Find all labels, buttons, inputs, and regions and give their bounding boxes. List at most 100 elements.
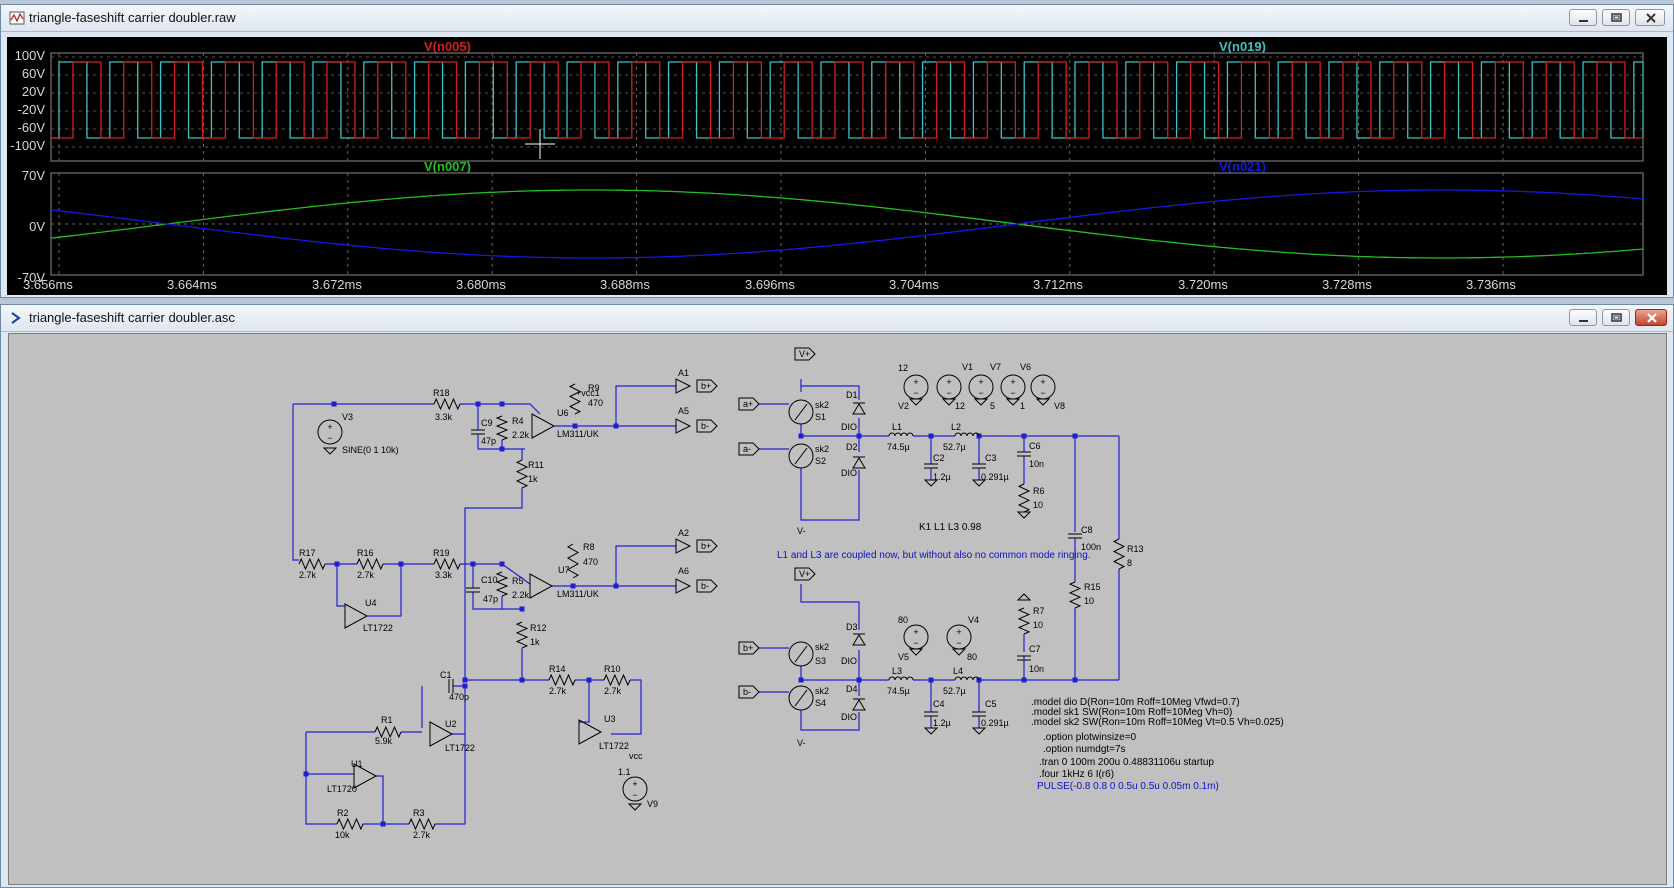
switch[interactable] <box>788 399 814 425</box>
junction <box>462 677 468 683</box>
net-port[interactable] <box>696 579 718 593</box>
trace-label-n005[interactable]: V(n005) <box>424 39 471 54</box>
minimize-button[interactable] <box>1569 9 1597 26</box>
label-opt1: .option plotwinsize=0 <box>1043 732 1137 743</box>
resistor[interactable] <box>1068 581 1082 609</box>
net-port[interactable] <box>738 685 760 699</box>
opamp[interactable] <box>429 721 454 747</box>
buffer[interactable] <box>675 578 692 594</box>
buffer[interactable] <box>675 538 692 554</box>
resistor[interactable] <box>603 673 631 687</box>
buffer[interactable] <box>675 378 692 394</box>
ytick: 60V <box>21 66 45 81</box>
inductor[interactable] <box>888 676 914 681</box>
maximize-button[interactable] <box>1602 9 1630 26</box>
label-r8v: 470 <box>583 557 598 567</box>
opamp[interactable] <box>578 719 603 745</box>
voltage-source[interactable] <box>317 419 343 445</box>
cursor-crosshair-icon <box>525 129 555 159</box>
plus-icon: + <box>978 377 983 387</box>
label-v9v: 1.1 <box>618 767 631 777</box>
label-r19: R19 <box>433 548 450 558</box>
minus-icon: − <box>1040 388 1045 398</box>
diode[interactable] <box>852 403 866 415</box>
close-icon <box>1647 313 1657 323</box>
trace-label-n007[interactable]: V(n007) <box>424 159 471 174</box>
resistor[interactable] <box>298 557 326 571</box>
wire <box>477 434 502 450</box>
waveform-titlebar[interactable]: triangle-faseshift carrier doubler.raw <box>1 5 1673 32</box>
wire <box>800 710 860 731</box>
switch[interactable] <box>788 641 814 667</box>
xtick: 3.656ms <box>23 277 73 292</box>
label-s1: S1 <box>815 412 826 422</box>
net-port[interactable] <box>696 419 718 433</box>
inductor[interactable] <box>954 432 980 437</box>
label-a6: A6 <box>678 566 689 576</box>
voltage-source[interactable] <box>622 776 648 802</box>
net-port[interactable] <box>696 539 718 553</box>
label-u1v: LT1720 <box>327 784 357 794</box>
schematic-titlebar[interactable]: triangle-faseshift carrier doubler.asc <box>1 305 1673 332</box>
close-button[interactable] <box>1635 9 1665 26</box>
resistor[interactable] <box>374 725 402 739</box>
resistor[interactable] <box>566 543 580 579</box>
waveform-plot[interactable] <box>7 37 1667 295</box>
label-vplus: V+ <box>799 349 810 359</box>
label-r4v: 2.2k <box>512 430 530 440</box>
label-r1: R1 <box>381 715 393 725</box>
inductor[interactable] <box>954 676 980 681</box>
wire <box>615 385 676 426</box>
resistor[interactable] <box>433 557 461 571</box>
maximize-button[interactable] <box>1602 309 1630 326</box>
opamp[interactable] <box>353 763 378 789</box>
net-port[interactable] <box>738 641 760 655</box>
net-port[interactable] <box>696 379 718 393</box>
resistor[interactable] <box>408 817 436 831</box>
trace-label-n019[interactable]: V(n019) <box>1219 39 1266 54</box>
top-pane-frame <box>50 52 1644 162</box>
label-c4: C4 <box>933 699 945 709</box>
resistor[interactable] <box>495 571 509 597</box>
resistor[interactable] <box>548 673 576 687</box>
net-port[interactable] <box>794 347 816 361</box>
opamp[interactable] <box>344 603 369 629</box>
resistor[interactable] <box>1112 538 1126 570</box>
resistor[interactable] <box>515 621 529 649</box>
switch[interactable] <box>788 685 814 711</box>
resistor[interactable] <box>433 397 461 411</box>
buffer[interactable] <box>675 418 692 434</box>
ground-icon <box>1005 398 1021 406</box>
opamp[interactable] <box>531 413 556 439</box>
resistor[interactable] <box>515 459 529 489</box>
label-a2: A2 <box>678 528 689 538</box>
net-port[interactable] <box>738 397 760 411</box>
opamp[interactable] <box>529 573 554 599</box>
resistor[interactable] <box>356 557 384 571</box>
label-r16: R16 <box>357 548 374 558</box>
minimize-button[interactable] <box>1569 309 1597 326</box>
diode[interactable] <box>852 699 866 711</box>
resistor[interactable] <box>1017 607 1031 635</box>
inductor[interactable] <box>888 432 914 437</box>
trace-label-n021[interactable]: V(n021) <box>1219 159 1266 174</box>
ground-icon <box>908 648 924 656</box>
resistor[interactable] <box>336 817 364 831</box>
label-r9v: 470 <box>588 398 603 408</box>
diode[interactable] <box>852 457 866 469</box>
label-r6v: 10 <box>1033 500 1043 510</box>
net-port[interactable] <box>738 442 760 456</box>
resistor[interactable] <box>568 383 582 415</box>
label-vplus: V+ <box>799 569 810 579</box>
close-button[interactable] <box>1635 309 1667 326</box>
resistor[interactable] <box>1017 483 1031 513</box>
diode[interactable] <box>852 634 866 646</box>
label-r14: R14 <box>549 664 566 674</box>
minus-icon: − <box>946 388 951 398</box>
resistor[interactable] <box>495 415 509 441</box>
switch[interactable] <box>788 443 814 469</box>
ground-icon <box>1016 511 1032 519</box>
net-port[interactable] <box>794 567 816 581</box>
